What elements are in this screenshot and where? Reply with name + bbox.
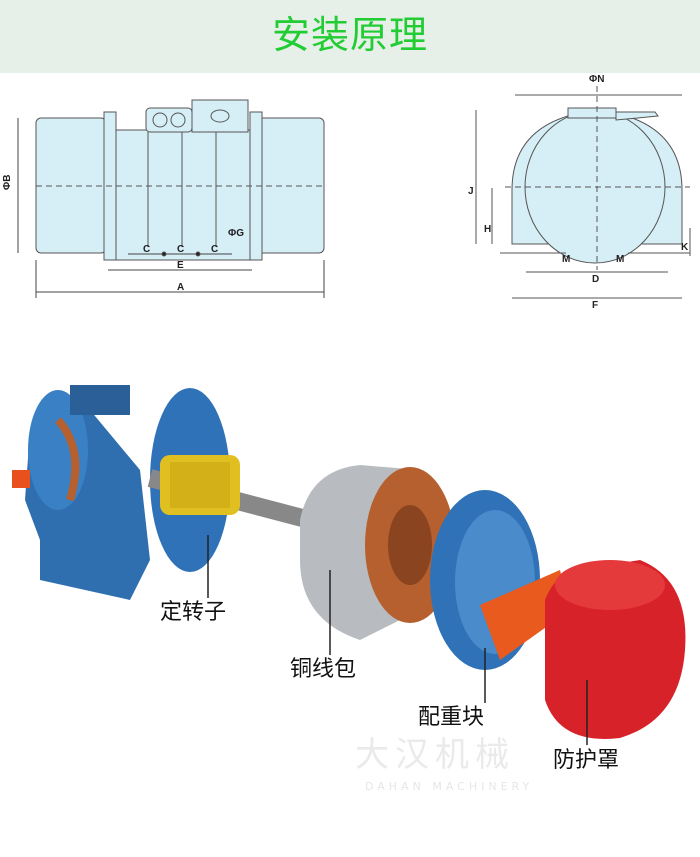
- side-view-labels: ΦB C C C E A ΦG: [2, 175, 244, 293]
- dim-a: A: [177, 282, 184, 293]
- dim-h: H: [484, 224, 491, 235]
- leader-lines: [207, 535, 588, 745]
- dim-m-2: M: [616, 254, 624, 265]
- rotor: [160, 455, 240, 515]
- dim-k: K: [681, 242, 689, 253]
- watermark-brand: 大汉机械: [355, 735, 515, 775]
- label-copper-coil: 铜线包: [290, 657, 357, 682]
- header-band: [0, 0, 700, 73]
- label-counterweight: 配重块: [418, 705, 485, 730]
- page-title: 安装原理: [271, 13, 428, 57]
- protective-cover: [545, 560, 686, 739]
- dim-j: J: [468, 186, 474, 197]
- label-protective-cover: 防护罩: [553, 748, 620, 773]
- exploded-motor-illustration: [12, 385, 686, 745]
- watermark-sub: DAHAN MACHINERY: [365, 780, 534, 793]
- dim-e: E: [177, 260, 184, 271]
- dim-c-3: C: [211, 244, 218, 255]
- dim-m-1: M: [562, 254, 570, 265]
- motor-housing: [12, 385, 150, 600]
- copper-coil-stator: [300, 465, 455, 640]
- dim-f: F: [592, 300, 598, 311]
- dim-d: D: [592, 274, 599, 285]
- dim-c-1: C: [143, 244, 150, 255]
- label-rotor: 定转子: [160, 600, 227, 625]
- dim-b: ΦB: [2, 175, 13, 190]
- side-view-drawing: [17, 99, 325, 298]
- counterweight-assembly: [430, 490, 570, 670]
- dim-n: ΦN: [589, 74, 604, 85]
- dim-g: ΦG: [228, 228, 244, 239]
- front-view-labels: ΦN J H K M M D F: [468, 74, 689, 311]
- dim-c-2: C: [177, 244, 184, 255]
- front-view-drawing: [475, 86, 691, 299]
